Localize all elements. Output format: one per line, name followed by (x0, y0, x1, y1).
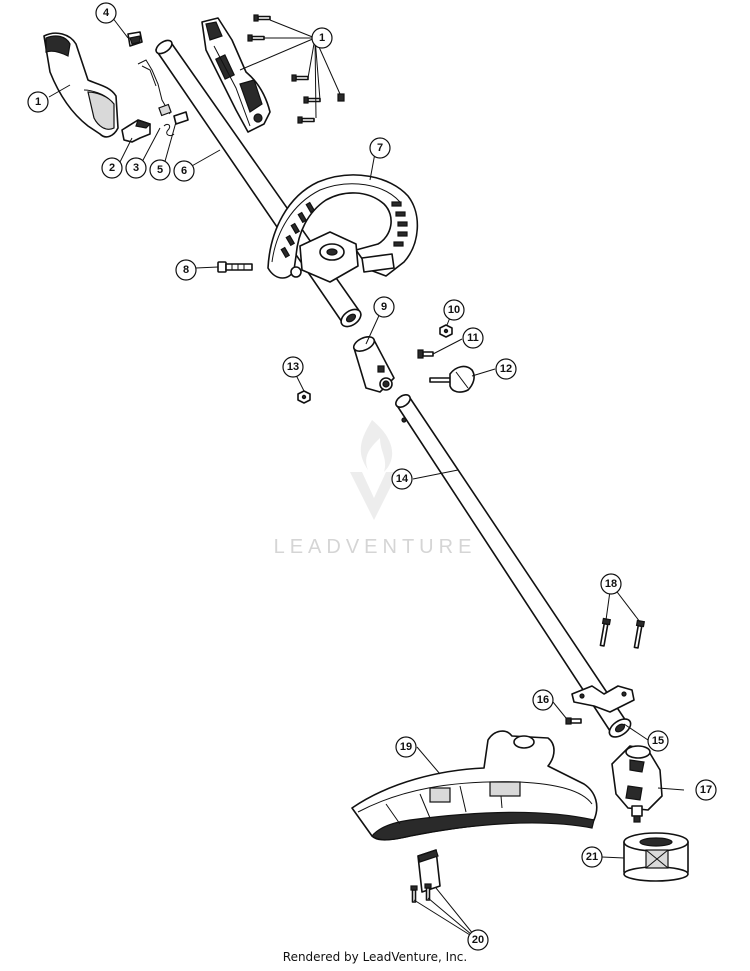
callout-14: 14 (391, 468, 413, 490)
callout-1-right: 1 (311, 27, 333, 49)
callout-17: 17 (695, 779, 717, 801)
callout-21: 21 (581, 846, 603, 868)
svg-text:14: 14 (396, 473, 409, 485)
callout-18: 18 (600, 573, 622, 595)
svg-text:7: 7 (377, 142, 383, 154)
svg-text:17: 17 (700, 784, 712, 796)
callout-11: 11 (462, 327, 484, 349)
footer-credit: Rendered by LeadVenture, Inc. (282, 950, 468, 964)
callout-13: 13 (282, 356, 304, 378)
callout-8: 8 (175, 259, 197, 281)
callout-16: 16 (532, 689, 554, 711)
callout-4: 4 (95, 2, 117, 24)
clip (127, 31, 143, 47)
blade-screws (410, 883, 432, 903)
lower-shaft (395, 394, 629, 735)
svg-text:18: 18 (605, 578, 617, 590)
screw-11 (417, 349, 434, 359)
watermark-text: LEADVENTURE (274, 536, 477, 558)
guard-screws (599, 617, 646, 649)
motor-housing (611, 745, 663, 823)
callout-2: 2 (101, 157, 123, 179)
shaft-bracket (571, 685, 635, 738)
svg-text:19: 19 (400, 741, 412, 753)
right-handle-housing (201, 17, 271, 133)
callout-7: 7 (369, 137, 391, 159)
svg-text:16: 16 (537, 694, 549, 706)
svg-text:10: 10 (448, 304, 460, 316)
svg-text:1: 1 (35, 96, 41, 108)
svg-text:5: 5 (157, 164, 163, 176)
left-handle-housing (43, 32, 119, 138)
callout-6: 6 (173, 160, 195, 182)
trigger (121, 119, 152, 143)
callout-15: 15 (647, 730, 669, 752)
screw-16 (565, 717, 582, 725)
svg-text:4: 4 (103, 7, 110, 19)
svg-text:1: 1 (319, 32, 325, 44)
callout-20: 20 (467, 929, 489, 951)
leadventure-watermark-logo (350, 420, 398, 520)
callout-10: 10 (443, 299, 465, 321)
nut-13 (297, 390, 311, 404)
svg-text:20: 20 (472, 934, 484, 946)
svg-text:8: 8 (183, 264, 189, 276)
shaft-coupler (352, 336, 395, 393)
svg-text:11: 11 (467, 332, 479, 344)
svg-text:2: 2 (109, 162, 115, 174)
svg-text:15: 15 (652, 735, 664, 747)
handle-bolt (217, 261, 253, 273)
svg-text:3: 3 (133, 162, 139, 174)
trimmer-spool (623, 832, 689, 882)
callout-19: 19 (395, 736, 417, 758)
svg-text:13: 13 (287, 361, 299, 373)
debris-guard (351, 730, 598, 841)
auxiliary-handle (267, 174, 419, 283)
callout-9: 9 (373, 296, 395, 318)
svg-text:6: 6 (181, 165, 187, 177)
svg-text:12: 12 (500, 363, 512, 375)
callout-12: 12 (495, 358, 517, 380)
svg-text:9: 9 (381, 301, 387, 313)
callout-1-left: 1 (27, 91, 49, 113)
callout-5: 5 (149, 159, 171, 181)
callout-bubbles: 1 1 2 3 4 5 6 7 8 9 10 11 12 13 14 15 16… (27, 2, 717, 951)
nut-10 (439, 324, 453, 338)
switch-assembly (137, 59, 189, 137)
locking-knob (429, 365, 475, 393)
handle-screws (247, 14, 345, 124)
callout-3: 3 (125, 157, 147, 179)
svg-text:21: 21 (586, 851, 598, 863)
line-cutter-blade (417, 849, 441, 893)
leader-lines (48, 16, 685, 941)
